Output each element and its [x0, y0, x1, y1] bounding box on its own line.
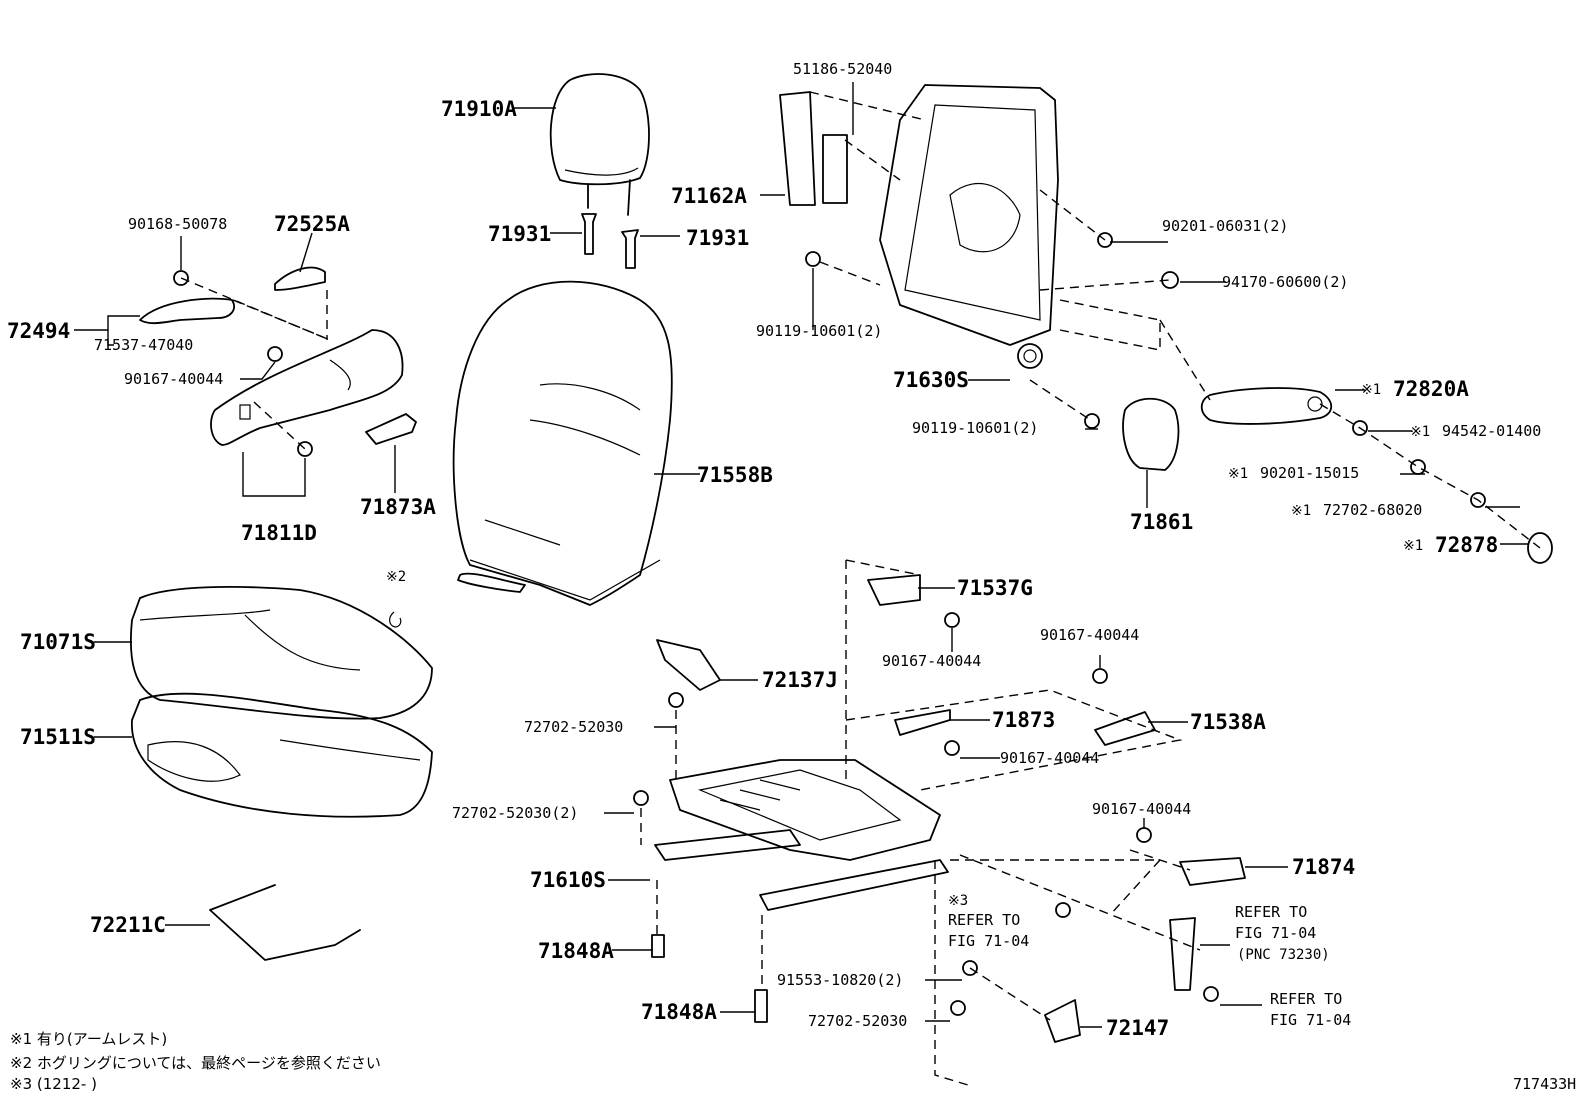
mark-1-90201: ※1	[1228, 466, 1249, 482]
label-71538A[interactable]: 71538A	[1190, 710, 1266, 734]
label-71931-left[interactable]: 71931	[488, 222, 552, 246]
label-90167-40044-d[interactable]: 90167-40044	[1000, 749, 1100, 767]
seat-adjuster-drawing	[654, 759, 949, 911]
ref-note-2-pnc: (PNC 73230)	[1237, 947, 1330, 963]
label-90119-10601-a[interactable]: 90119-10601(2)	[756, 322, 883, 340]
footnote-2: ※2 ホグリングについては、最終ページを参照ください	[10, 1054, 381, 1072]
label-72525A[interactable]: 72525A	[274, 212, 350, 236]
mark-2-hog-ring: ※2	[386, 569, 407, 585]
mark-1-72878: ※1	[1403, 538, 1424, 554]
knob-drawing	[1122, 397, 1180, 471]
label-72137J[interactable]: 72137J	[762, 668, 838, 692]
label-71558B[interactable]: 71558B	[697, 463, 773, 487]
wire-drawing	[209, 884, 361, 961]
label-71848A-a[interactable]: 71848A	[538, 939, 614, 963]
leader-lines	[74, 82, 1528, 1028]
label-90201-06031[interactable]: 90201-06031(2)	[1162, 217, 1289, 235]
label-91553-10820[interactable]: 91553-10820(2)	[777, 971, 904, 989]
label-90167-40044-e[interactable]: 90167-40044	[1092, 800, 1192, 818]
ref-note-1-line2[interactable]: FIG 71-04	[948, 932, 1030, 950]
assembly-dashed-lines	[180, 91, 1541, 1086]
label-71537G[interactable]: 71537G	[957, 576, 1033, 600]
label-71610S[interactable]: 71610S	[530, 868, 606, 892]
label-90168-50078[interactable]: 90168-50078	[128, 215, 228, 233]
label-71537-47040[interactable]: 71537-47040	[94, 336, 194, 354]
label-72702-52030-a[interactable]: 72702-52030	[524, 718, 624, 736]
figure-id: 717433H	[1513, 1075, 1577, 1093]
airbag-drawing	[779, 91, 848, 206]
headrest-guide-drawing	[581, 213, 639, 269]
label-72702-52030-2[interactable]: 72702-52030(2)	[452, 804, 579, 822]
label-72820A[interactable]: 72820A	[1393, 377, 1469, 401]
label-72494[interactable]: 72494	[7, 319, 71, 343]
cap-drawing	[1527, 532, 1553, 564]
label-90167-40044-c[interactable]: 90167-40044	[1040, 626, 1140, 644]
label-51186-52040[interactable]: 51186-52040	[793, 60, 893, 78]
mark-1-94542: ※1	[1410, 424, 1431, 440]
ref-note-3-line2[interactable]: FIG 71-04	[1270, 1011, 1352, 1029]
seatback-cover-drawing	[452, 280, 673, 606]
headrest-drawing	[549, 73, 650, 216]
ref-note-3-line1[interactable]: REFER TO	[1270, 990, 1343, 1008]
label-71071S[interactable]: 71071S	[20, 630, 96, 654]
label-71811D[interactable]: 71811D	[241, 521, 317, 545]
label-71630S[interactable]: 71630S	[893, 368, 969, 392]
label-72147[interactable]: 72147	[1106, 1016, 1170, 1040]
label-90167-40044-a[interactable]: 90167-40044	[124, 370, 224, 388]
mark-3-ref: ※3	[948, 893, 969, 909]
ref-note-1-line1[interactable]: REFER TO	[948, 911, 1021, 929]
hog-ring-icon	[389, 611, 402, 628]
label-71873[interactable]: 71873	[992, 708, 1056, 732]
label-72702-68020[interactable]: 72702-68020	[1323, 501, 1423, 519]
label-71861[interactable]: 71861	[1130, 510, 1194, 534]
ref-note-2-line1[interactable]: REFER TO	[1235, 903, 1308, 921]
label-71511S[interactable]: 71511S	[20, 725, 96, 749]
side-shield-drawing	[210, 329, 404, 446]
label-90201-15015[interactable]: 90201-15015	[1260, 464, 1360, 482]
footnote-3: ※3 (1212- )	[10, 1075, 97, 1093]
label-90167-40044-b[interactable]: 90167-40044	[882, 652, 982, 670]
mark-1-72820A: ※1	[1361, 382, 1382, 398]
label-71874[interactable]: 71874	[1292, 855, 1356, 879]
label-72702-52030-b[interactable]: 72702-52030	[808, 1012, 908, 1030]
label-71162A[interactable]: 71162A	[671, 184, 747, 208]
mark-1-72702: ※1	[1291, 503, 1312, 519]
label-94170-60600[interactable]: 94170-60600(2)	[1222, 273, 1349, 291]
ref-note-2-line2[interactable]: FIG 71-04	[1235, 924, 1317, 942]
label-90119-10601-b[interactable]: 90119-10601(2)	[912, 419, 1039, 437]
seatback-frame-drawing	[879, 84, 1059, 369]
bracket-71873a-drawing	[365, 413, 417, 445]
cushion-cover-drawing	[129, 586, 433, 720]
label-71848A-b[interactable]: 71848A	[641, 1000, 717, 1024]
label-71910A[interactable]: 71910A	[441, 97, 517, 121]
cushion-pad-drawing	[131, 692, 433, 818]
footnote-1: ※1 有り(アームレスト)	[10, 1030, 168, 1048]
bracket-drawing	[139, 297, 235, 325]
label-72211C[interactable]: 72211C	[90, 913, 166, 937]
label-94542-01400[interactable]: 94542-01400	[1442, 422, 1542, 440]
label-71873A[interactable]: 71873A	[360, 495, 436, 519]
armrest-pivot-icon	[1307, 396, 1323, 412]
lever-drawing	[274, 266, 326, 291]
label-72878[interactable]: 72878	[1435, 533, 1499, 557]
armrest-drawing	[1200, 387, 1333, 425]
label-71931-right[interactable]: 71931	[686, 226, 750, 250]
